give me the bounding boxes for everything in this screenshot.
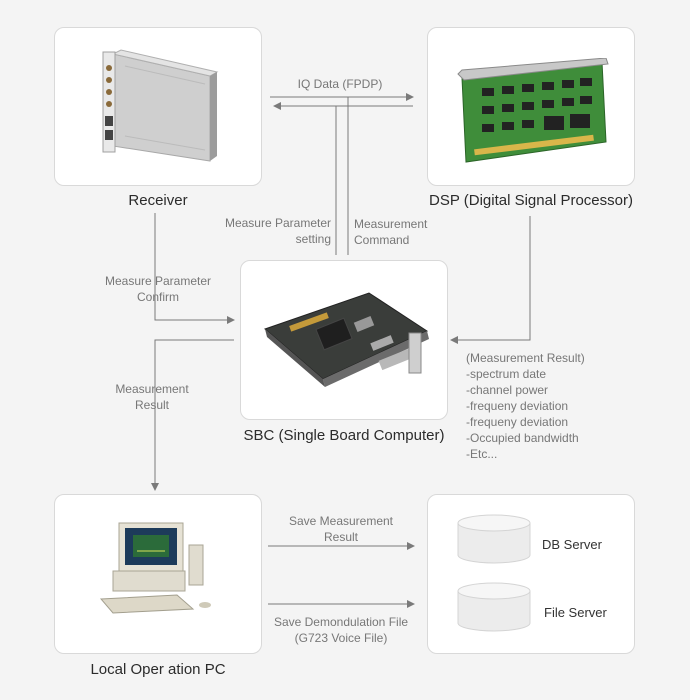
result-list-item: (Measurement Result): [466, 351, 585, 365]
sbc-title: SBC (Single Board Computer): [243, 427, 445, 444]
measure-param-confirm-label: Measure Parameter Confirm: [104, 274, 212, 304]
dsp-result-arrow: [450, 216, 531, 344]
measure-param-setting-label: Measure Parameter setting: [224, 216, 331, 246]
confirm-arrow: [154, 213, 235, 324]
pc-title: Local Oper ation PC: [90, 661, 226, 678]
servers-box: DB Server File Server: [427, 494, 635, 654]
result-list-item: -channel power: [466, 383, 549, 397]
result-list-item: -Occupied bandwidth: [466, 431, 579, 445]
file-server-icon: [457, 582, 531, 632]
save-measurement-label: Save Measurement Result: [288, 514, 394, 544]
result-to-pc-arrow: [151, 339, 234, 491]
measurement-result-list: (Measurement Result) -spectrum date -cha…: [466, 350, 585, 462]
result-list-item: -spectrum date: [466, 367, 547, 381]
receiver-title: Receiver: [128, 192, 188, 209]
dsp-title: DSP (Digital Signal Processor): [429, 192, 633, 209]
save-demod-label: Save Demondulation File (G723 Voice File…: [273, 615, 409, 645]
measurement-result-label: Measurement Result: [115, 382, 189, 412]
result-list-item: -frequeny deviation: [466, 415, 569, 429]
dsp-board-image: [457, 58, 609, 163]
measurement-command-label: Measurement Command: [354, 217, 428, 247]
receiver-box: [54, 27, 262, 186]
pc-box: [54, 494, 262, 654]
file-server-label: File Server: [544, 605, 607, 620]
receiver-image: [102, 49, 219, 162]
db-server-label: DB Server: [542, 537, 602, 552]
result-list-item: -frequeny deviation: [466, 399, 569, 413]
dsp-box: [427, 27, 635, 186]
iq-data-label: IQ Data (FPDP): [297, 77, 383, 91]
sbc-box: [240, 260, 448, 420]
sbc-board-image: [264, 292, 429, 387]
pc-image: [99, 522, 211, 614]
result-list-item: -Etc...: [466, 447, 498, 461]
db-server-icon: [457, 514, 531, 564]
